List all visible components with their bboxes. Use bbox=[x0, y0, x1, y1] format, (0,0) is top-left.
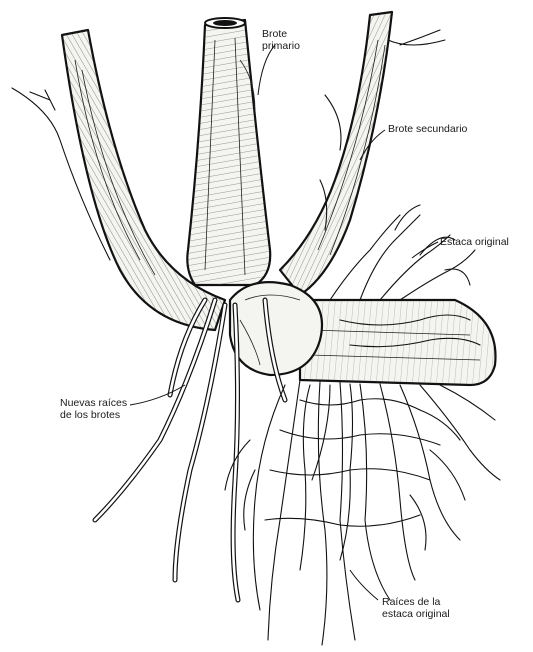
label-primary-shoot: Brote primario bbox=[262, 28, 300, 52]
original-cutting bbox=[300, 300, 496, 385]
label-original-cutting: Estaca original bbox=[440, 236, 509, 248]
primary-shoot bbox=[187, 18, 270, 285]
label-new-shoot-roots: Nuevas raíces de los brotes bbox=[60, 397, 127, 421]
label-secondary-shoot: Brote secundario bbox=[388, 123, 467, 135]
label-original-cutting-roots: Raíces de la estaca original bbox=[382, 596, 450, 620]
left-shoot bbox=[12, 30, 225, 330]
